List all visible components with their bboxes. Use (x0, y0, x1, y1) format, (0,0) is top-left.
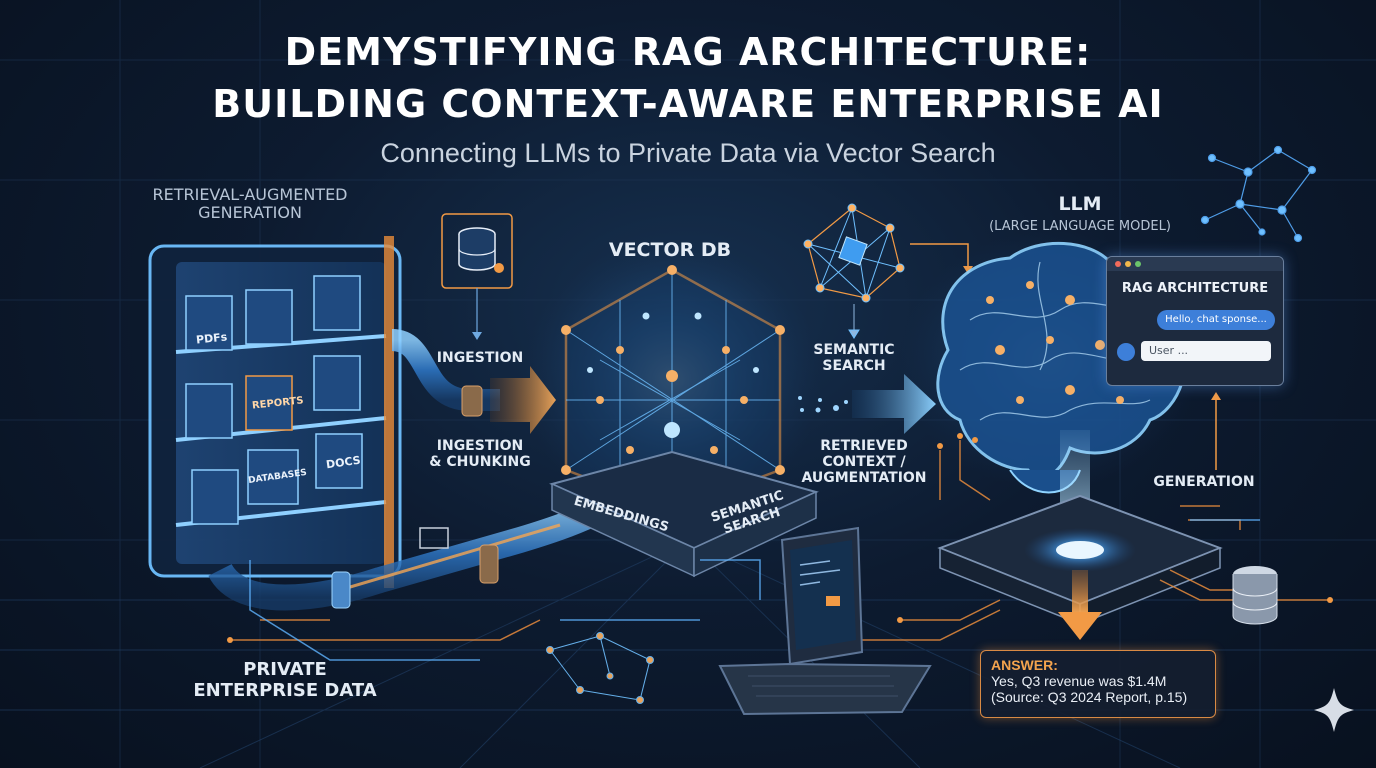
page-title-line2: BUILDING CONTEXT-AWARE ENTERPRISE AI (212, 82, 1164, 126)
answer-heading: ANSWER: (991, 657, 1058, 673)
document-icons (185, 275, 363, 525)
semantic-network (803, 203, 905, 339)
processor-chip (937, 494, 1223, 626)
generation-label: GENERATION (1153, 474, 1255, 490)
close-dot-icon[interactable] (1115, 261, 1121, 267)
ingestion-chunking-label: INGESTION & CHUNKING (429, 438, 531, 471)
database-cylinder-icon (1232, 566, 1278, 625)
user-avatar-icon (1117, 343, 1135, 361)
answer-line2: (Source: Q3 2024 Report, p.15) (991, 689, 1188, 705)
ingestion-label: INGESTION (436, 350, 524, 366)
llm-full-label: (LARGE LANGUAGE MODEL) (989, 219, 1171, 234)
semantic-search-label: SEMANTIC SEARCH (813, 342, 895, 375)
private-data-label: PRIVATE ENTERPRISE DATA (193, 659, 377, 701)
small-chip-icon (419, 527, 449, 549)
answer-down-arrow (1058, 570, 1102, 640)
maximize-dot-icon[interactable] (1135, 261, 1141, 267)
chat-window-titlebar (1107, 257, 1283, 271)
sparkle-icon (1314, 688, 1354, 732)
bottom-network (546, 632, 654, 704)
circuit-traces (230, 440, 1330, 641)
top-right-network (1200, 145, 1317, 243)
vector-db-cube (522, 240, 822, 578)
answer-line1: Yes, Q3 revenue was $1.4M (991, 673, 1167, 689)
llm-label: LLM (1058, 193, 1102, 215)
chat-bubble: Hello, chat sponse... (1157, 310, 1275, 330)
rag-label: RETRIEVAL-AUGMENTED GENERATION (152, 185, 348, 223)
minimize-dot-icon[interactable] (1125, 261, 1131, 267)
laptop (718, 526, 932, 716)
vector-db-label: VECTOR DB (608, 239, 732, 261)
page-title-line1: DEMYSTIFYING RAG ARCHITECTURE: (284, 30, 1092, 74)
chat-window: RAG ARCHITECTURE Hello, chat sponse... U… (1106, 256, 1284, 386)
answer-box: ANSWER: Yes, Q3 revenue was $1.4M (Sourc… (980, 650, 1216, 718)
retrieved-context-label: RETRIEVED CONTEXT / AUGMENTATION (801, 438, 927, 487)
chat-input[interactable]: User ... (1141, 341, 1271, 361)
chat-window-title: RAG ARCHITECTURE (1121, 281, 1269, 296)
enterprise-data-shelf (148, 236, 402, 588)
database-icon-box (441, 213, 513, 340)
page-subtitle: Connecting LLMs to Private Data via Vect… (380, 138, 996, 168)
